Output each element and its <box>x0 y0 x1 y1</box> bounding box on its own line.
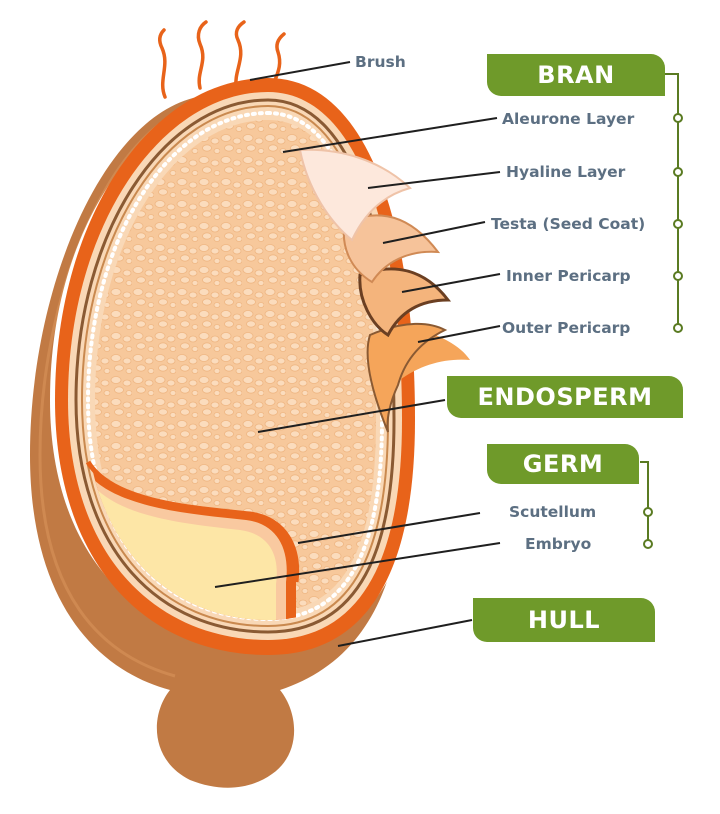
label-inner-pericarp: Inner Pericarp <box>506 267 631 285</box>
badge-germ: GERM <box>487 444 639 484</box>
peeled-layers <box>298 148 470 433</box>
label-testa: Testa (Seed Coat) <box>491 215 646 233</box>
bracket-nodes <box>643 113 683 549</box>
label-outer-pericarp: Outer Pericarp <box>502 319 631 337</box>
label-brush: Brush <box>355 53 406 71</box>
leader-lines <box>214 61 501 647</box>
label-hyaline-layer: Hyaline Layer <box>506 163 626 181</box>
scutellum-line <box>85 460 300 583</box>
badge-bran: BRAN <box>487 54 665 96</box>
label-embryo: Embryo <box>525 535 592 553</box>
label-scutellum: Scutellum <box>509 503 597 521</box>
badge-hull: HULL <box>473 598 655 642</box>
endosperm-region <box>95 120 376 612</box>
brush-hairs <box>158 20 286 100</box>
group-brackets <box>640 73 679 544</box>
badge-endosperm: ENDOSPERM <box>447 376 683 418</box>
label-aleurone-layer: Aleurone Layer <box>502 110 635 128</box>
